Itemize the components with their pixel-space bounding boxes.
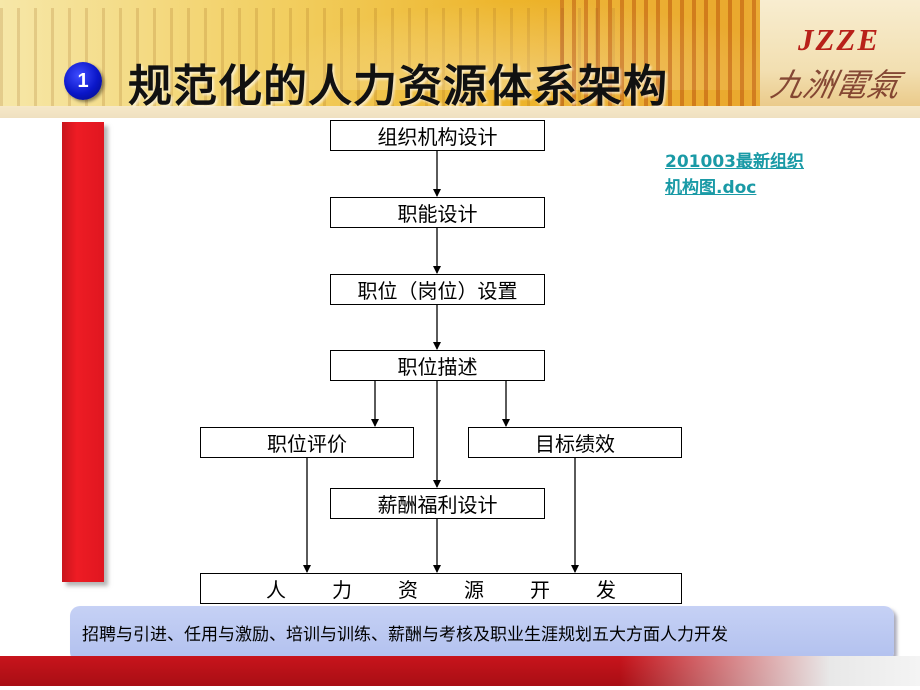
doc-link-line1: 201003最新组织 [665,152,804,172]
building-background [0,8,620,118]
hr-development-box: 人 力 资 源 开 发 [200,573,682,604]
doc-link-line2: 机构图.doc [665,178,757,198]
org-design-box: 组织机构设计 [330,120,545,151]
position-evaluation-box: 职位评价 [200,427,414,458]
summary-text: 招聘与引进、任用与激励、培训与训练、薪酬与考核及职业生涯规划五大方面人力开发 [82,625,728,645]
function-design-box: 职能设计 [330,197,545,228]
building-facade-background [560,0,770,118]
compensation-design-box: 薪酬福利设计 [330,488,545,519]
page-title: 规范化的人力资源体系架构 [128,61,668,112]
side-accent-bar [62,122,104,582]
hr-development-char: 开 [530,578,550,602]
header-banner: 1 规范化的人力资源体系架构 JZZE 九洲電氣 [0,0,920,118]
hr-development-char: 资 [398,578,418,602]
target-performance-box: 目标绩效 [468,427,682,458]
hr-development-char: 力 [332,578,352,602]
org-chart-doc-link[interactable]: 201003最新组织 机构图.doc [665,149,825,201]
hr-development-char: 发 [596,578,616,602]
bottom-stripe-fade [620,656,920,686]
summary-banner: 招聘与引进、任用与激励、培训与训练、薪酬与考核及职业生涯规划五大方面人力开发 [70,606,894,662]
company-logo: JZZE [798,22,881,57]
logo-area [760,0,920,118]
position-description-box: 职位描述 [330,350,545,381]
section-number-badge: 1 [64,62,102,100]
hr-development-char: 源 [464,578,484,602]
hr-development-char: 人 [266,578,286,602]
header-divider [0,106,920,118]
position-setting-box: 职位（岗位）设置 [330,274,545,305]
